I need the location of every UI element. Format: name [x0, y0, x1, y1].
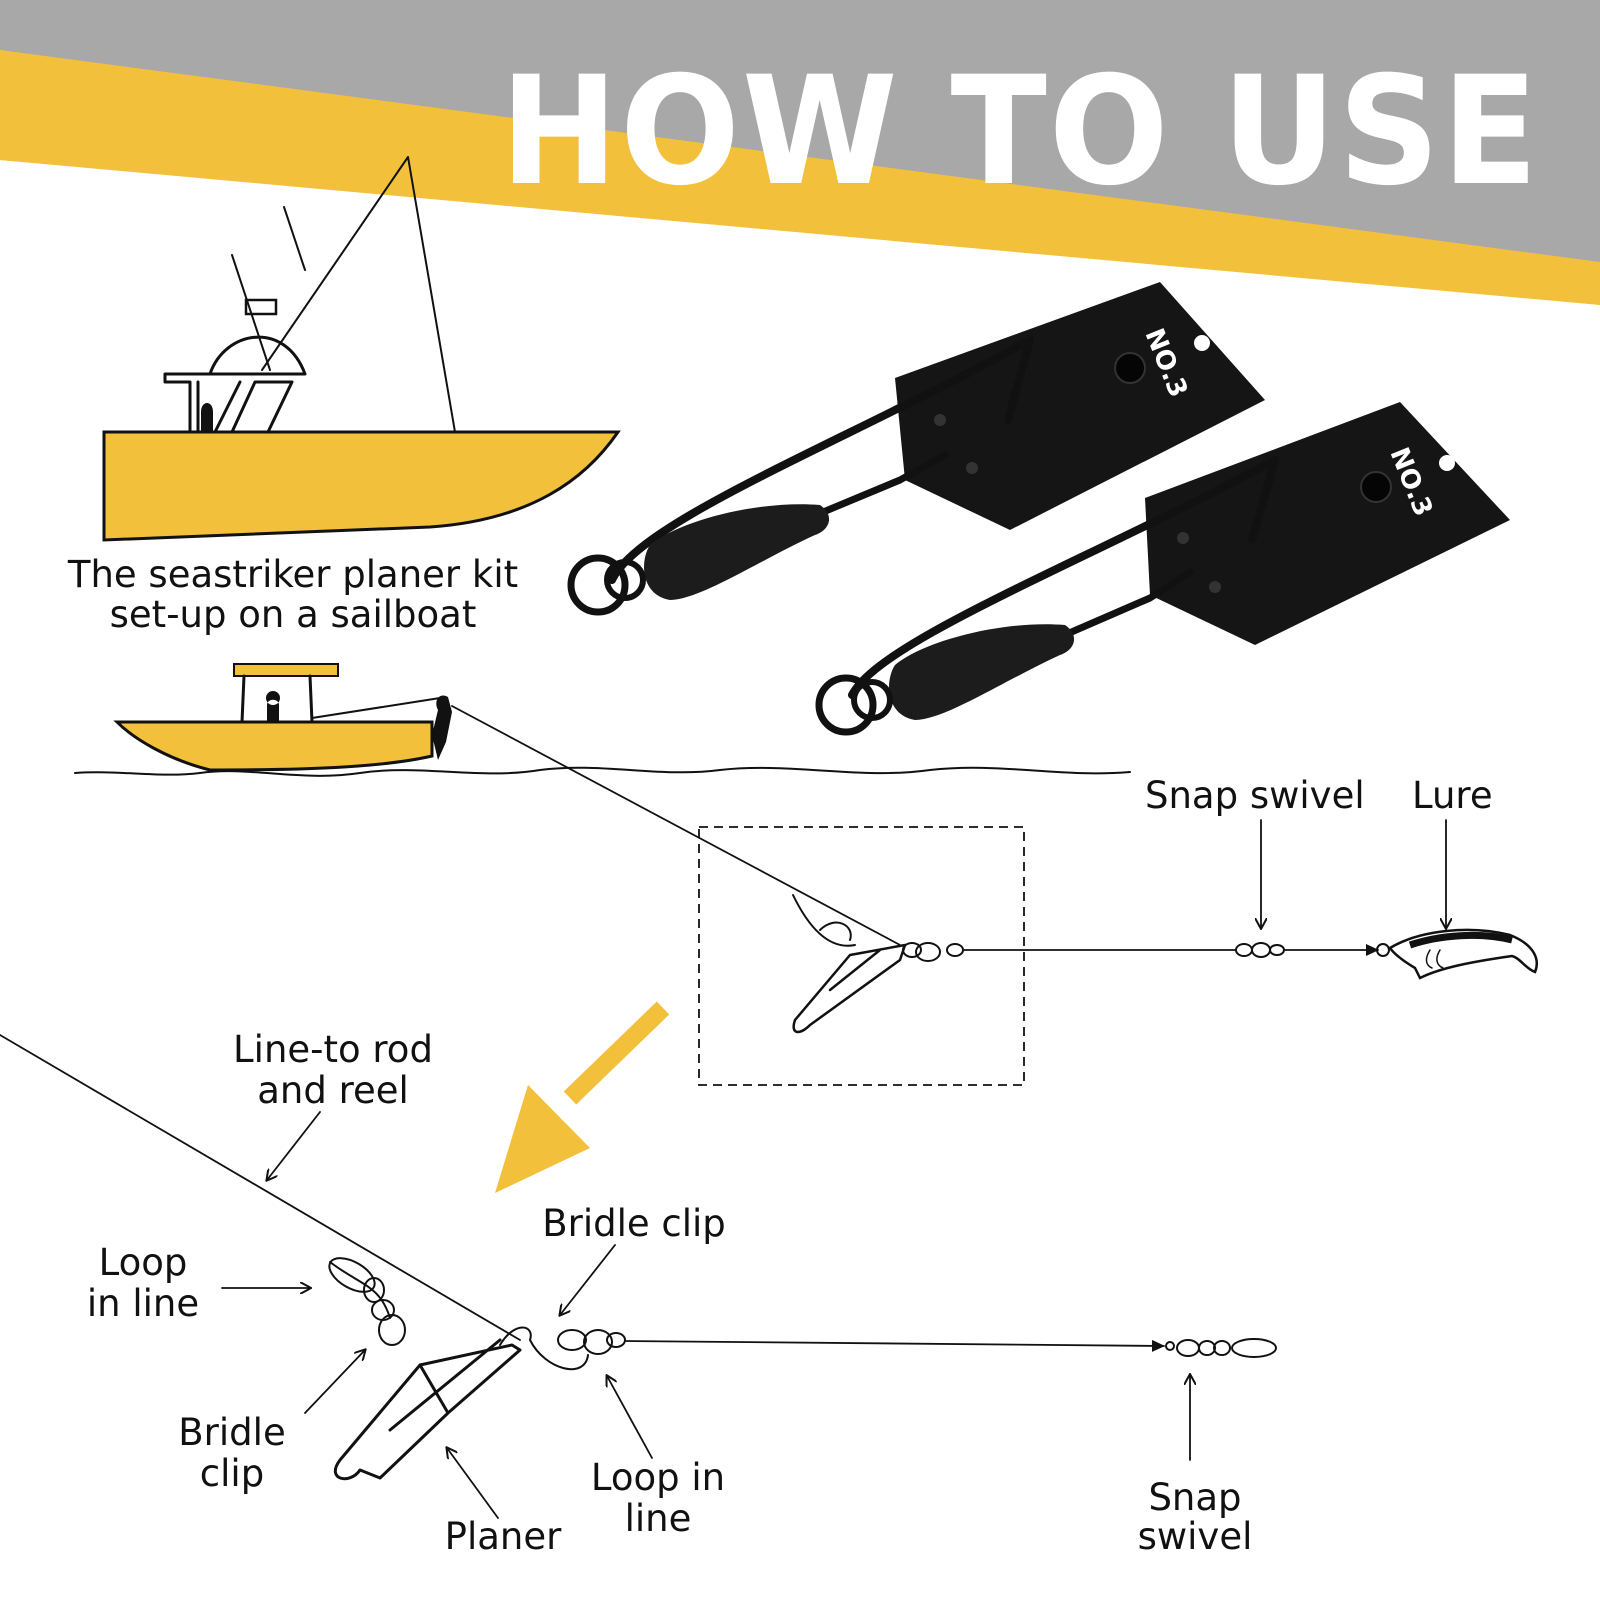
- motorboat-person: [266, 691, 280, 722]
- overview-planer: [792, 943, 907, 1034]
- planer-product-1: NO.3: [567, 282, 1265, 616]
- sailboat-rod-1: [261, 156, 456, 433]
- label-snap-bottom-2: swivel: [1138, 1515, 1253, 1558]
- sailboat-caption-line1: The seastriker planer kit: [67, 553, 518, 596]
- planer-ring-1: [567, 554, 629, 616]
- label-line-to-rod-1: Line-to rod: [233, 1028, 433, 1071]
- motorboat-rod: [311, 697, 441, 719]
- sailboat-illustration: The seastriker planer kit set-up on a sa…: [67, 156, 621, 636]
- sailboat-box: [244, 298, 278, 316]
- detail-right-swivels: [557, 1329, 626, 1355]
- detail-bridle-right: [499, 1326, 589, 1371]
- detail-main-line: [0, 1034, 521, 1341]
- arrow-line-to-rod: [267, 1111, 321, 1180]
- page-title: HOW TO USE: [500, 45, 1540, 219]
- label-bridle-left-1: Bridle: [178, 1411, 285, 1454]
- down-left-arrow-icon: [495, 1001, 670, 1193]
- header-yellow-stripe: [0, 50, 1600, 305]
- planer-hole-1: [1194, 335, 1210, 351]
- label-loop-left-1: Loop: [99, 1241, 188, 1284]
- detail-rig: Line-to rod and reel Loop in line Bridle…: [0, 1028, 1277, 1558]
- detail-loop-chain: [328, 1257, 406, 1346]
- label-snap-swivel-top: Snap swivel: [1145, 774, 1365, 817]
- sailboat-rod-2: [231, 206, 306, 371]
- arrow-bridle-top: [560, 1244, 616, 1315]
- label-snap-bottom-1: Snap: [1148, 1476, 1241, 1519]
- label-lure: Lure: [1412, 774, 1493, 817]
- planer-ring-2b: [851, 679, 893, 721]
- detail-bridle-upper: [329, 1261, 391, 1319]
- planer-wire-2: [848, 456, 1279, 699]
- arrow-loop-right: [607, 1376, 653, 1459]
- overview-snap-swivel: [1235, 942, 1285, 958]
- sailboat-person: [201, 403, 213, 432]
- zoom-box: [698, 826, 1025, 1086]
- planer-rivet-2a: [1177, 532, 1189, 544]
- planer-plate-1: [895, 282, 1265, 530]
- sailboat-caption-line2: set-up on a sailboat: [110, 593, 477, 636]
- motorboat-illustration: [74, 663, 1131, 946]
- label-loop-right-2: line: [625, 1497, 692, 1540]
- planer-bolt-2: [1360, 471, 1392, 503]
- label-loop-right-1: Loop in: [591, 1456, 725, 1499]
- water-line: [74, 766, 1131, 777]
- detail-planer: [333, 1338, 522, 1481]
- planer-hole-2: [1439, 455, 1455, 471]
- label-loop-left-2: in line: [87, 1282, 199, 1325]
- planer-ring-2: [815, 674, 877, 736]
- label-planer: Planer: [445, 1515, 562, 1558]
- overview-rig: Snap swivel Lure: [698, 774, 1538, 1086]
- planer-rivet-2b: [1209, 581, 1221, 593]
- planer-weight-1: [644, 504, 830, 600]
- label-bridle-top: Bridle clip: [542, 1202, 726, 1245]
- planer-rivet-1b: [966, 462, 978, 474]
- sailboat-hull: [102, 430, 621, 542]
- planer-wire-1: [608, 336, 1034, 584]
- planer-bolt-1: [1114, 352, 1146, 384]
- header-banner: HOW TO USE: [0, 0, 1600, 305]
- overview-swivels: [902, 942, 964, 962]
- arrow-planer: [447, 1448, 499, 1519]
- overview-bridle: [792, 894, 856, 947]
- lure-icon: [1376, 928, 1538, 980]
- planer-product-2: NO.3: [815, 402, 1510, 736]
- planer-weight-2: [889, 624, 1075, 720]
- planer-rivet-1a: [934, 414, 946, 426]
- motorboat-hull: [113, 720, 434, 772]
- detail-snap-swivel: [1165, 1338, 1277, 1358]
- sailboat-cabin: [163, 335, 307, 434]
- arrow-bridle-left: [304, 1350, 365, 1414]
- planer-ring-1b: [604, 559, 646, 601]
- towing-line: [451, 705, 901, 946]
- motorboat-motor: [432, 695, 452, 760]
- label-line-to-rod-2: and reel: [257, 1069, 409, 1112]
- label-bridle-left-2: clip: [200, 1452, 264, 1495]
- detail-leader: [624, 1339, 1165, 1352]
- planer-plate-2: [1145, 402, 1510, 645]
- motorboat-posts: [240, 674, 314, 724]
- motorboat-roof: [233, 663, 339, 677]
